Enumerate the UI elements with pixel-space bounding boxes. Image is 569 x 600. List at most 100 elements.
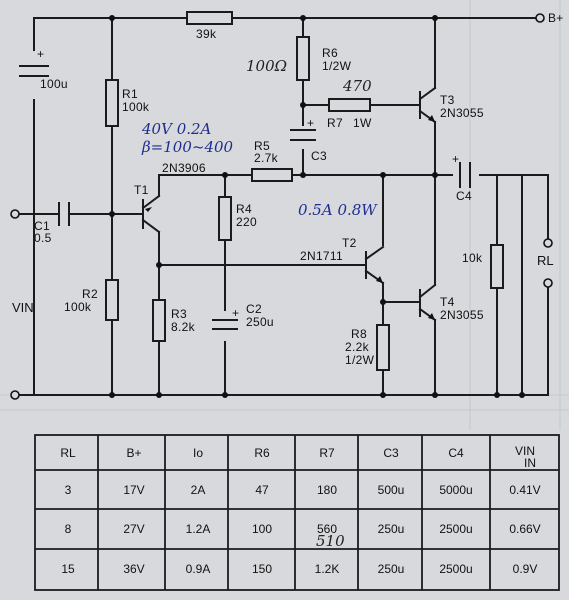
transistor-t4: T4 2N3055 xyxy=(418,283,484,322)
resistor-r1: R1 100k xyxy=(105,79,150,127)
header-r7: R7 xyxy=(319,446,335,460)
resistor-r2: R2 100k xyxy=(64,279,119,321)
t2-part: 2N1711 xyxy=(300,249,343,263)
r4-name: R4 xyxy=(236,202,252,216)
svg-text:27V: 27V xyxy=(123,522,144,536)
svg-text:2500u: 2500u xyxy=(439,562,472,576)
t4-name: T4 xyxy=(440,295,455,309)
handwritten-r7-note: 510 xyxy=(316,532,345,550)
transistor-t3: T3 2N3055 xyxy=(418,86,484,124)
r6-value: 1/2W xyxy=(322,59,352,73)
svg-text:0.9A: 0.9A xyxy=(186,562,211,576)
transistor-t2: T2 2N1711 xyxy=(300,236,385,285)
c1-value: 0.5 xyxy=(34,231,52,245)
values-table: RL B+ Io R6 R7 C3 C4 VIN IN 3 17V 2A 47 … xyxy=(34,434,560,591)
c1-name: C1 xyxy=(34,219,50,233)
svg-text:36V: 36V xyxy=(123,562,144,576)
svg-text:2A: 2A xyxy=(191,483,206,497)
r1-value: 100k xyxy=(122,100,150,114)
resistor-r6: R6 1/2W xyxy=(296,36,352,81)
handwritten-r6-value: 100Ω xyxy=(246,57,287,75)
plus-sign: + xyxy=(307,116,314,130)
svg-text:500u: 500u xyxy=(378,483,405,497)
svg-text:100: 100 xyxy=(252,522,272,536)
svg-text:1.2A: 1.2A xyxy=(186,522,211,536)
r10k-value: 10k xyxy=(462,251,483,265)
capacitor-c1: C1 0.5 xyxy=(34,202,70,245)
header-rl: RL xyxy=(60,446,76,460)
header-bplus: B+ xyxy=(126,446,141,460)
table-header: RL B+ Io R6 R7 C3 C4 VIN IN xyxy=(60,444,536,470)
c2-name: C2 xyxy=(246,302,262,316)
resistor-r3: R3 8.2k xyxy=(152,299,196,342)
t3-part: 2N3055 xyxy=(440,106,484,120)
handwritten-t2-rating: 0.5A 0.8W xyxy=(298,201,378,219)
handwritten-t1-beta: β=100~400 xyxy=(141,138,234,156)
vin-terminal-top xyxy=(10,209,20,219)
svg-text:560: 560 xyxy=(317,522,337,536)
r2-name: R2 xyxy=(82,287,98,301)
svg-text:2500u: 2500u xyxy=(439,522,472,536)
c100-value: 100u xyxy=(40,77,68,91)
r5-value: 2.7k xyxy=(254,151,279,165)
header-io: Io xyxy=(193,446,203,460)
resistor-r8: R8 2.2k 1/2W xyxy=(345,324,390,371)
svg-text:250u: 250u xyxy=(378,562,405,576)
vin-label: VIN xyxy=(12,300,34,315)
t3-name: T3 xyxy=(440,93,455,107)
r8-value: 2.2k xyxy=(345,340,370,354)
terminals xyxy=(10,13,553,400)
junction-dots xyxy=(109,15,525,398)
capacitor-c2: + C2 250u xyxy=(212,302,274,330)
r6-name: R6 xyxy=(322,46,338,60)
r7-name: R7 xyxy=(327,116,343,130)
r2-value: 100k xyxy=(64,300,92,314)
svg-text:0.66V: 0.66V xyxy=(509,522,540,536)
svg-text:8: 8 xyxy=(65,522,72,536)
r39k-value: 39k xyxy=(196,27,217,41)
bplus-label: B+ xyxy=(548,11,564,25)
rl-terminal-top xyxy=(543,238,553,248)
transistor-t1: T1 2N3906 xyxy=(134,161,206,234)
r8-name: R8 xyxy=(351,327,367,341)
table-row: 15 36V 0.9A 150 1.2K 250u 2500u 0.9V xyxy=(61,562,537,576)
svg-text:5000u: 5000u xyxy=(439,483,472,497)
svg-text:180: 180 xyxy=(317,483,337,497)
r4-value: 220 xyxy=(236,215,257,229)
bplus-terminal xyxy=(535,13,545,23)
plus-sign: + xyxy=(37,47,44,61)
r5-name: R5 xyxy=(254,139,270,153)
svg-text:15: 15 xyxy=(61,562,75,576)
svg-text:250u: 250u xyxy=(378,522,405,536)
rl-terminal-bottom xyxy=(543,278,553,288)
svg-text:0.9V: 0.9V xyxy=(513,562,538,576)
r3-name: R3 xyxy=(171,307,187,321)
c2-value: 250u xyxy=(246,315,274,329)
r7-value: 1W xyxy=(353,116,372,130)
c4-name: C4 xyxy=(456,189,472,203)
r8-rating: 1/2W xyxy=(345,353,375,367)
header-c3: C3 xyxy=(383,446,399,460)
resistor-10k: 10k xyxy=(462,244,504,289)
capacitor-100u: + 100u xyxy=(19,47,68,91)
svg-text:17V: 17V xyxy=(123,483,144,497)
resistor-r7: R7 1W xyxy=(327,98,372,130)
svg-text:47: 47 xyxy=(255,483,269,497)
r1-name: R1 xyxy=(122,87,138,101)
resistor-r4: R4 220 xyxy=(218,196,257,241)
svg-text:1.2K: 1.2K xyxy=(315,562,340,576)
rl-label: RL xyxy=(537,253,554,268)
t1-part: 2N3906 xyxy=(162,161,206,175)
header-vin: VIN xyxy=(515,444,535,458)
t4-part: 2N3055 xyxy=(440,308,484,322)
c3-name: C3 xyxy=(311,149,327,163)
svg-text:3: 3 xyxy=(65,483,72,497)
resistor-r5: R5 2.7k xyxy=(251,139,293,182)
svg-text:0.41V: 0.41V xyxy=(509,483,540,497)
r3-value: 8.2k xyxy=(171,320,196,334)
wiring xyxy=(19,17,549,396)
svg-text:150: 150 xyxy=(252,562,272,576)
header-r6: R6 xyxy=(254,446,270,460)
